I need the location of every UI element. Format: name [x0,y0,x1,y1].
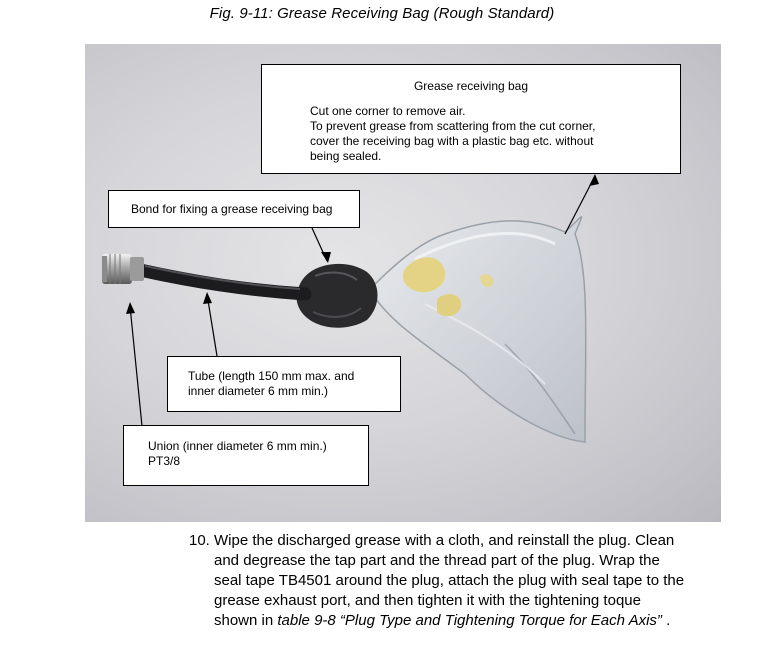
leader-tube [206,293,218,357]
callout-line: Union (inner diameter 6 mm min.) [148,439,327,453]
step-line: and degrease the tap part and the thread… [214,552,660,569]
step-body: Wipe the discharged grease with a cloth,… [214,531,734,631]
step-line: Wipe the discharged grease with a cloth,… [214,532,675,549]
receiving-bag [369,216,587,443]
step-line: grease exhaust port, and then tighten it… [214,592,641,609]
leader-union [129,305,143,427]
callout-bond: Bond for fixing a grease receiving bag [108,190,360,228]
step-text: shown in [214,612,278,629]
photo-illustration [102,174,599,443]
callout-tube: Tube (length 150 mm max. and inner diame… [167,356,401,412]
step-text: . [661,612,671,629]
callout-line: being sealed. [310,149,382,163]
callout-line: To prevent grease from scattering from t… [310,119,596,133]
callout-heading: Grease receiving bag [413,79,529,93]
callout-text: Bond for fixing a grease receiving bag [131,202,333,216]
grease-blob [437,294,462,317]
callout-line: inner diameter 6 mm min.) [188,384,329,398]
step-line: seal tape TB4501 around the plug, attach… [214,572,685,589]
tube [133,263,312,301]
callout-union: Union (inner diameter 6 mm min.) PT3/8 [123,425,369,486]
callout-line: Cut one corner to remove air. [310,104,466,118]
table-reference-link[interactable]: table 9-8 “Plug Type and Tightening Torq… [277,612,662,629]
step-number: 10. [189,532,210,549]
step-line-last: shown in table 9-8 “Plug Type and Tighte… [214,611,734,631]
union-fitting [102,254,144,284]
grease-blob [402,257,446,293]
callout-line: cover the receiving bag with a plastic b… [310,134,594,148]
callout-line: PT3/8 [148,454,181,468]
callout-receiving-bag: Grease receiving bag Cut one corner to r… [261,64,681,174]
callout-line: Tube (length 150 mm max. and [188,369,355,383]
figure-title: Fig. 9-11: Grease Receiving Bag (Rough S… [209,5,555,22]
